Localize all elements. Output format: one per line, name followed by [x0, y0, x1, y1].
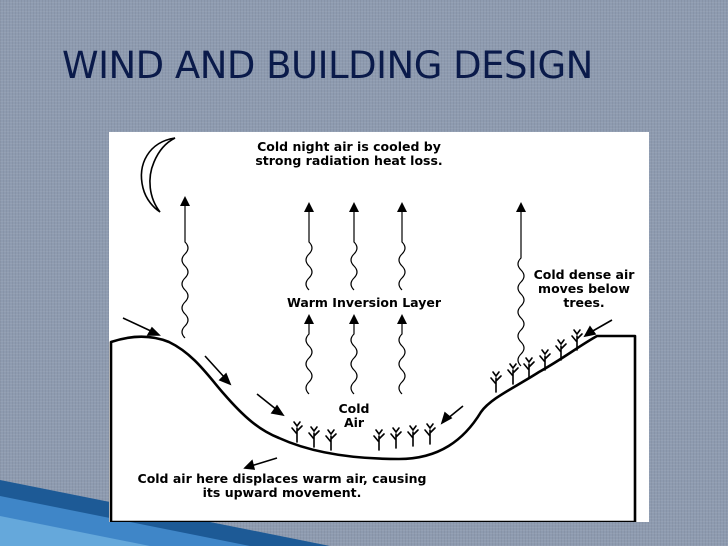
- label-cold-night-air: Cold night air is cooled by strong radia…: [229, 140, 469, 168]
- label-cold-air: Cold Air: [331, 402, 377, 430]
- moon-icon: [141, 138, 175, 212]
- label-cold-air-displaces: Cold air here displaces warm air, causin…: [117, 472, 447, 500]
- diagram-panel: Cold night air is cooled by strong radia…: [109, 132, 649, 522]
- label-warm-inversion-layer: Warm Inversion Layer: [269, 296, 459, 310]
- label-cold-dense-air: Cold dense air moves below trees.: [524, 268, 644, 310]
- slide-title: WIND AND BUILDING DESIGN: [62, 44, 593, 87]
- valley-diagram: [109, 132, 649, 522]
